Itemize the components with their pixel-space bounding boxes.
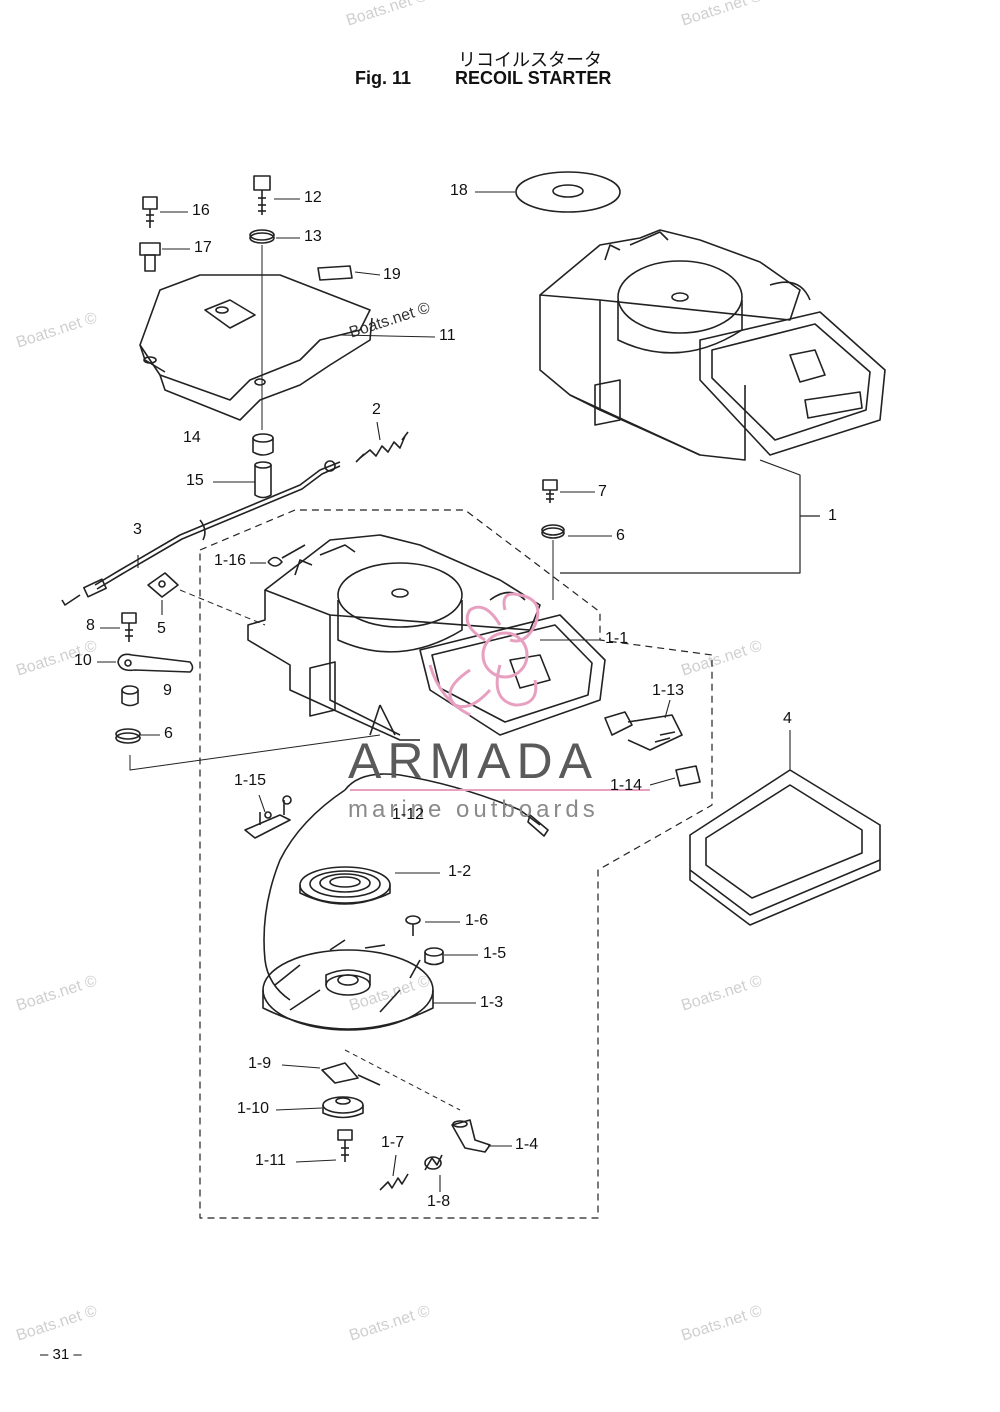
armada-tagline: marine outboards	[348, 796, 599, 823]
label-1-7: 1-7	[381, 1134, 405, 1151]
label-18: 18	[450, 182, 468, 199]
label-1-5: 1-5	[483, 945, 507, 962]
part-4-seal	[689, 769, 881, 926]
part-19-pad	[317, 265, 353, 281]
leader-lines	[97, 191, 791, 1192]
part-1-11-bolt	[337, 1129, 353, 1162]
label-1-8: 1-8	[427, 1193, 451, 1210]
part-17-collar	[139, 242, 161, 272]
label-1-14: 1-14	[610, 777, 643, 794]
part-12-bolt	[253, 175, 271, 215]
label-1-3: 1-3	[480, 994, 504, 1011]
part-1-9-pawl-plate	[321, 1062, 381, 1086]
part-1-4-pawl	[451, 1119, 491, 1153]
title-row: Fig. 11 RECOIL STARTER	[355, 68, 611, 89]
part-1-8-spring	[424, 1154, 443, 1171]
label-4: 4	[783, 710, 792, 727]
label-14: 14	[183, 429, 201, 446]
label-1-10: 1-10	[237, 1100, 270, 1117]
label-6-upper: 6	[616, 527, 625, 544]
part-1-15-bracket	[244, 795, 292, 839]
label-9: 9	[163, 682, 172, 699]
label-16: 16	[192, 202, 210, 219]
label-1-16: 1-16	[214, 552, 247, 569]
assembly-boundary	[199, 509, 713, 1219]
armada-logo-text: ARMADA	[348, 733, 598, 789]
part-1-5-collar	[424, 947, 444, 966]
figure-number: Fig. 11	[355, 68, 412, 88]
label-1-6: 1-6	[465, 912, 489, 929]
part-1-1-housing	[247, 534, 606, 741]
label-1-2: 1-2	[448, 863, 472, 880]
label-13: 13	[304, 228, 322, 245]
label-12: 12	[304, 189, 322, 206]
part-1-6-screw	[405, 915, 421, 936]
part-1-10-cap	[322, 1096, 364, 1119]
armada-logo-propeller	[428, 592, 540, 717]
part-1-16-clip	[267, 544, 306, 567]
part-1-7-spring	[379, 1173, 409, 1191]
label-1-13: 1-13	[652, 682, 685, 699]
part-3-cable	[61, 460, 341, 606]
part-6-washer-lower	[115, 728, 141, 744]
page-number: – 31 –	[40, 1346, 82, 1363]
figure-title: RECOIL STARTER	[455, 68, 612, 88]
part-1-starter-assembly	[539, 229, 886, 461]
label-1-9: 1-9	[248, 1055, 272, 1072]
label-1-15: 1-15	[234, 772, 267, 789]
part-13-washer	[249, 229, 275, 244]
label-11: 11	[439, 327, 456, 344]
label-17: 17	[194, 239, 212, 256]
part-9-spacer	[121, 685, 139, 707]
label-7: 7	[598, 483, 607, 500]
label-5: 5	[157, 620, 166, 637]
part-1-3-reel	[262, 939, 434, 1031]
label-3: 3	[133, 521, 142, 538]
label-1-12: 1-12	[392, 806, 425, 823]
part-1-2-spiral-spring	[299, 866, 391, 905]
label-2: 2	[372, 401, 381, 418]
part-8-bolt	[121, 612, 137, 642]
part-1-bracket	[560, 459, 801, 574]
part-16-bolt	[142, 196, 158, 228]
part-5-plate	[147, 572, 179, 598]
title-japanese: リコイルスタータ	[458, 50, 602, 71]
part-18-disc	[515, 171, 621, 213]
part-1-12-rope	[263, 773, 549, 1001]
part-11-cover	[139, 274, 373, 421]
part-15-sleeve	[254, 461, 272, 499]
label-10: 10	[74, 652, 92, 669]
part-7-bolt	[542, 479, 558, 503]
label-6-lower: 6	[164, 725, 173, 742]
part-14-bushing	[252, 433, 274, 456]
label-15: 15	[186, 472, 204, 489]
label-1-11: 1-11	[255, 1152, 286, 1169]
label-1: 1	[828, 507, 837, 524]
part-2-spring	[355, 431, 409, 463]
label-8: 8	[86, 617, 95, 634]
label-19: 19	[383, 266, 401, 283]
part-1-13-handle	[604, 711, 683, 751]
part-10-lever	[117, 653, 194, 673]
part-1-14-clip	[675, 765, 701, 787]
label-1-1: 1-1	[605, 630, 629, 647]
part-6-washer-upper	[541, 524, 565, 539]
label-1-4: 1-4	[515, 1136, 539, 1153]
